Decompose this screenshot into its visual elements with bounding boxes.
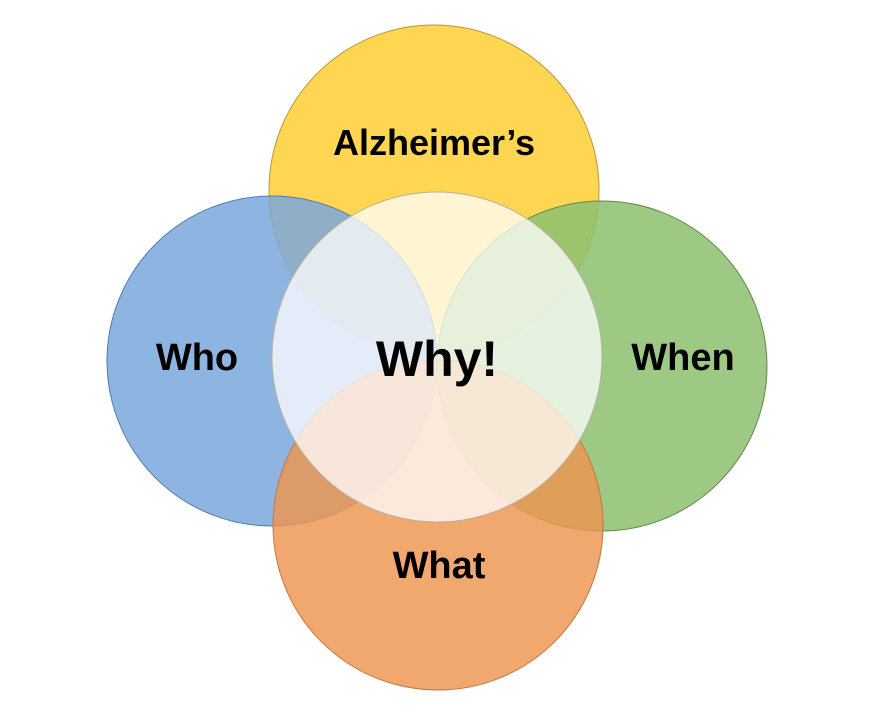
label-why: Why! [376, 331, 498, 387]
label-when: When [631, 337, 734, 379]
label-who: Who [156, 337, 238, 379]
circle-why [271, 191, 603, 523]
label-what: What [393, 545, 486, 587]
label-alzheimers: Alzheimer’s [333, 122, 535, 163]
